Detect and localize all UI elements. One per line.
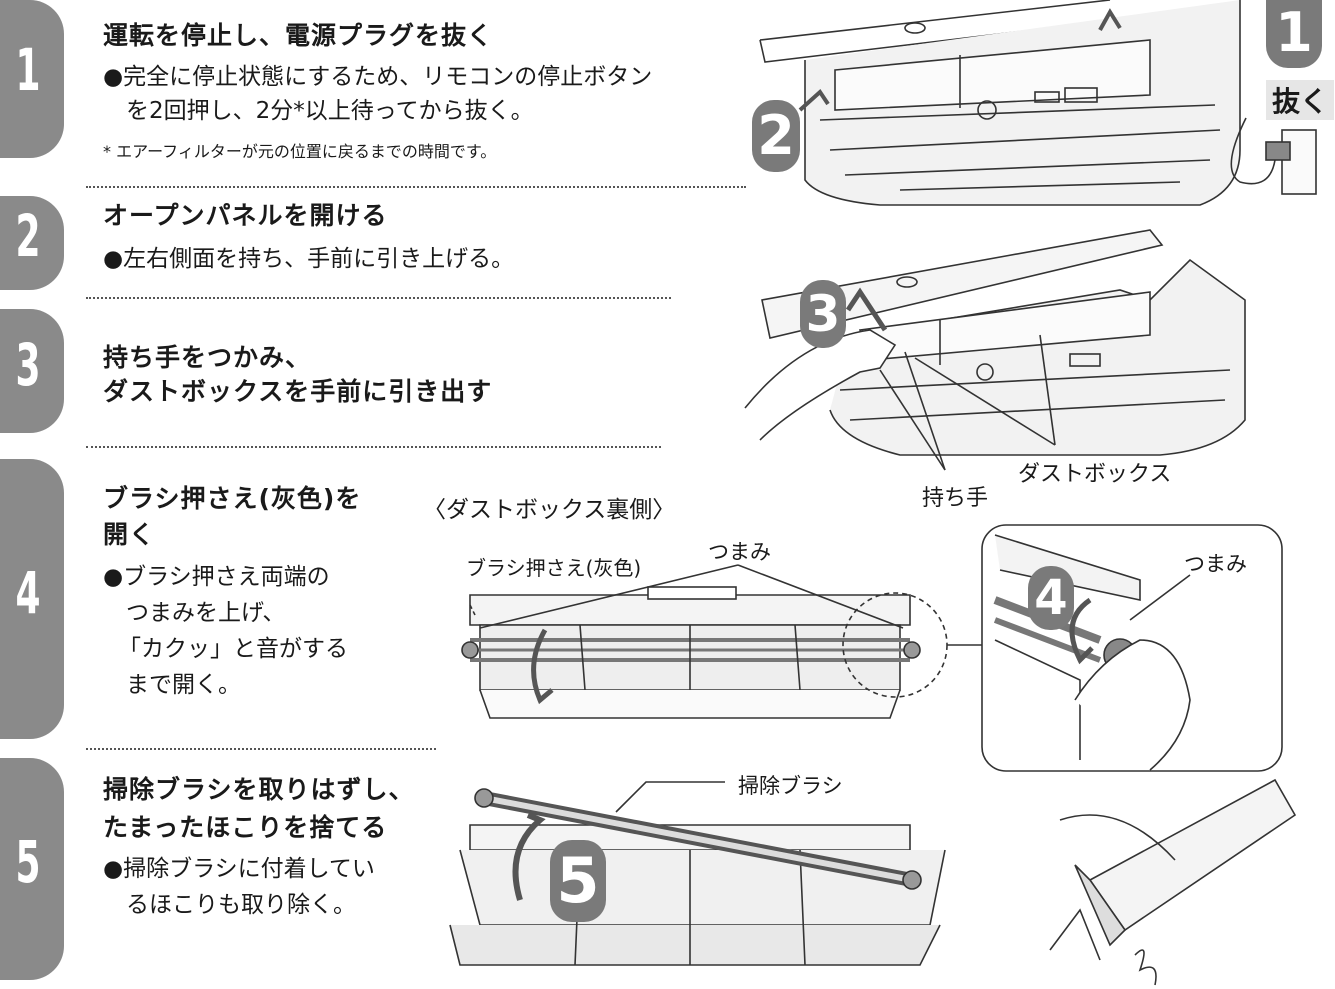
pull-badge-number: 3 [805, 285, 841, 343]
handle-pointer-2 [904, 351, 946, 471]
step-3-title-line2: ダストボックスを手前に引き出す [103, 377, 493, 406]
step-2-title: オープンパネルを開ける [103, 201, 388, 230]
step-4-bullet-line2: つまみを上げ、 [126, 600, 286, 626]
step-2-number: 2 [15, 202, 41, 270]
pull-arrow [845, 287, 888, 332]
unplug-label: 抜く [1266, 80, 1335, 120]
dustbox-back-illustration [461, 586, 921, 719]
unplug-step-badge: 1 [1266, 0, 1322, 68]
dustbox-backside-caption: 〈ダストボックス裏側〉 [423, 497, 676, 523]
step-5-title-line2: たまったほこりを捨てる [103, 813, 388, 842]
step-4-bullet-line3: 「カクッ」と音がする [118, 636, 348, 662]
unplug-label-text: 抜く [1272, 85, 1329, 118]
brush-removal-illustration [449, 788, 946, 966]
step-5-bullet-line1: ●掃除ブラシに付着してい [103, 856, 375, 882]
open-arrow-left [798, 88, 830, 112]
dust-disposal-illustration [1049, 778, 1297, 986]
separator-2 [86, 297, 671, 299]
separator-3 [86, 446, 661, 448]
remove-brush-badge: 5 [550, 840, 606, 922]
zoom-rotate-arrow [1069, 597, 1094, 665]
zoom-step-badge: 4 [1028, 566, 1074, 630]
step-1-note: * エアーフィルターが元の位置に戻るまでの時間です。 [103, 142, 497, 161]
step-1-title: 運転を停止し、電源プラグを抜く [103, 21, 494, 50]
step-4-tab: 4 [0, 459, 64, 739]
dustbox-label: ダストボックス [1018, 462, 1172, 487]
step-4-bullet-line1: ●ブラシ押さえ両端の [103, 564, 330, 590]
brush-pointer [615, 781, 725, 813]
dustbox-pointer-2 [914, 357, 1056, 446]
step-4-number: 4 [15, 559, 41, 627]
step-5-title-line1: 掃除ブラシを取りはずし、 [103, 775, 415, 804]
step-4-title-line2: 開く [103, 520, 156, 549]
cleaning-brush-label: 掃除ブラシ [738, 774, 843, 798]
step-3-number: 3 [15, 331, 41, 399]
open-arrow-step4 [531, 628, 554, 705]
step-1-bullet-line1: ●完全に停止状態にするため、リモコンの停止ボタン [103, 64, 653, 90]
brush-holder-label: ブラシ押さえ(灰色) [466, 556, 642, 580]
step-2-tab: 2 [0, 196, 64, 290]
step-3-title-line1: 持ち手をつかみ、 [103, 343, 312, 372]
step-5-tab: 5 [0, 758, 64, 980]
knob-pointer-1 [479, 564, 739, 629]
remove-arrow [512, 812, 546, 901]
knob-pointer-2 [737, 564, 904, 629]
handle-label: 持ち手 [922, 486, 989, 511]
zoom-badge-number: 4 [1034, 570, 1068, 626]
step-1-number: 1 [15, 36, 41, 104]
separator-4 [86, 748, 436, 750]
step-5-number: 5 [15, 828, 41, 896]
separator-1 [86, 186, 746, 188]
step-1-tab: 1 [0, 0, 64, 158]
handle-pointer-1 [879, 369, 946, 471]
ac-unit-step3-illustration [744, 229, 1246, 456]
step-4-bullet-line4: まで開く。 [126, 672, 241, 698]
open-panel-badge: 2 [752, 100, 800, 172]
step-3-tab: 3 [0, 309, 64, 433]
zoom-knob-label: つまみ [1184, 552, 1247, 576]
unplug-badge-number: 1 [1275, 1, 1313, 64]
open-panel-badge-number: 2 [757, 104, 795, 167]
step-1-bullet-line2: を2回押し、2分*以上待ってから抜く。 [126, 98, 534, 124]
dustbox-pointer-1 [1039, 334, 1056, 446]
step-2-bullet: ●左右側面を持ち、手前に引き上げる。 [103, 246, 515, 272]
step-5-bullet-line2: るほこりも取り除く。 [126, 892, 356, 918]
zoom-knob-pointer [1129, 574, 1191, 621]
knob-label: つまみ [708, 540, 771, 564]
pull-dustbox-badge: 3 [800, 280, 846, 348]
power-plug-illustration [1230, 117, 1317, 195]
open-arrow-right [1098, 8, 1122, 31]
remove-badge-number: 5 [556, 844, 600, 917]
ac-unit-step1-illustration [759, 0, 1241, 206]
step-4-title-line1: ブラシ押さえ(灰色)を [103, 484, 362, 513]
